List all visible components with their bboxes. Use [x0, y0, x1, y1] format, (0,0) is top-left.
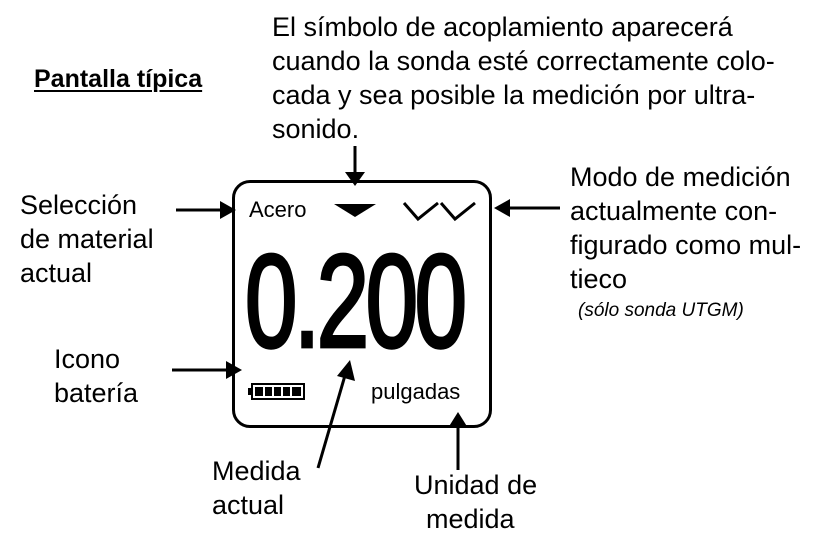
mode-note: (sólo sonda UTGM) — [578, 300, 744, 321]
multi-echo-mode-icon — [402, 201, 476, 222]
unit-callout-line: medida — [426, 504, 515, 534]
mode-callout-line: actualmente con- — [570, 196, 778, 226]
unit-callout-line: Unidad de — [414, 470, 538, 500]
battery-callout-line: Icono — [54, 344, 121, 374]
material-arrow — [176, 201, 236, 219]
mode-callout-line: Modo de medición — [570, 162, 791, 192]
gauge-display: Acero 0.200 pulgadas — [232, 180, 492, 428]
measurement-callout-line: actual — [212, 490, 285, 520]
measurement-callout-line: Medida — [212, 456, 301, 486]
coupling-symbol-icon — [334, 204, 376, 217]
coupling-note-line: cada y sea posible la medición por ultra… — [272, 80, 756, 110]
material-callout-line: actual — [20, 258, 93, 288]
measurement-arrow — [316, 360, 355, 469]
page-heading: Pantalla típica — [34, 65, 203, 93]
display-unit: pulgadas — [371, 379, 461, 404]
battery-arrow — [172, 361, 242, 379]
display-material: Acero — [249, 197, 307, 222]
unit-arrow — [448, 412, 468, 470]
mode-callout-line: tieco — [570, 264, 628, 294]
coupling-note-line: sonido. — [272, 114, 360, 144]
display-reading: 0.200 — [244, 227, 469, 375]
material-callout-line: Selección — [20, 190, 138, 220]
battery-callout-line: batería — [54, 378, 139, 408]
coupling-note-line: El símbolo de acoplamiento aparecerá — [272, 12, 733, 42]
battery-icon — [248, 383, 305, 400]
coupling-note-line: cuando la sonda esté correctamente colo- — [272, 46, 775, 76]
coupling-arrow — [345, 146, 365, 186]
battery-fill — [255, 387, 301, 396]
mode-callout-line: figurado como mul- — [570, 230, 802, 260]
mode-arrow — [494, 199, 560, 217]
material-callout-line: de material — [20, 224, 154, 254]
